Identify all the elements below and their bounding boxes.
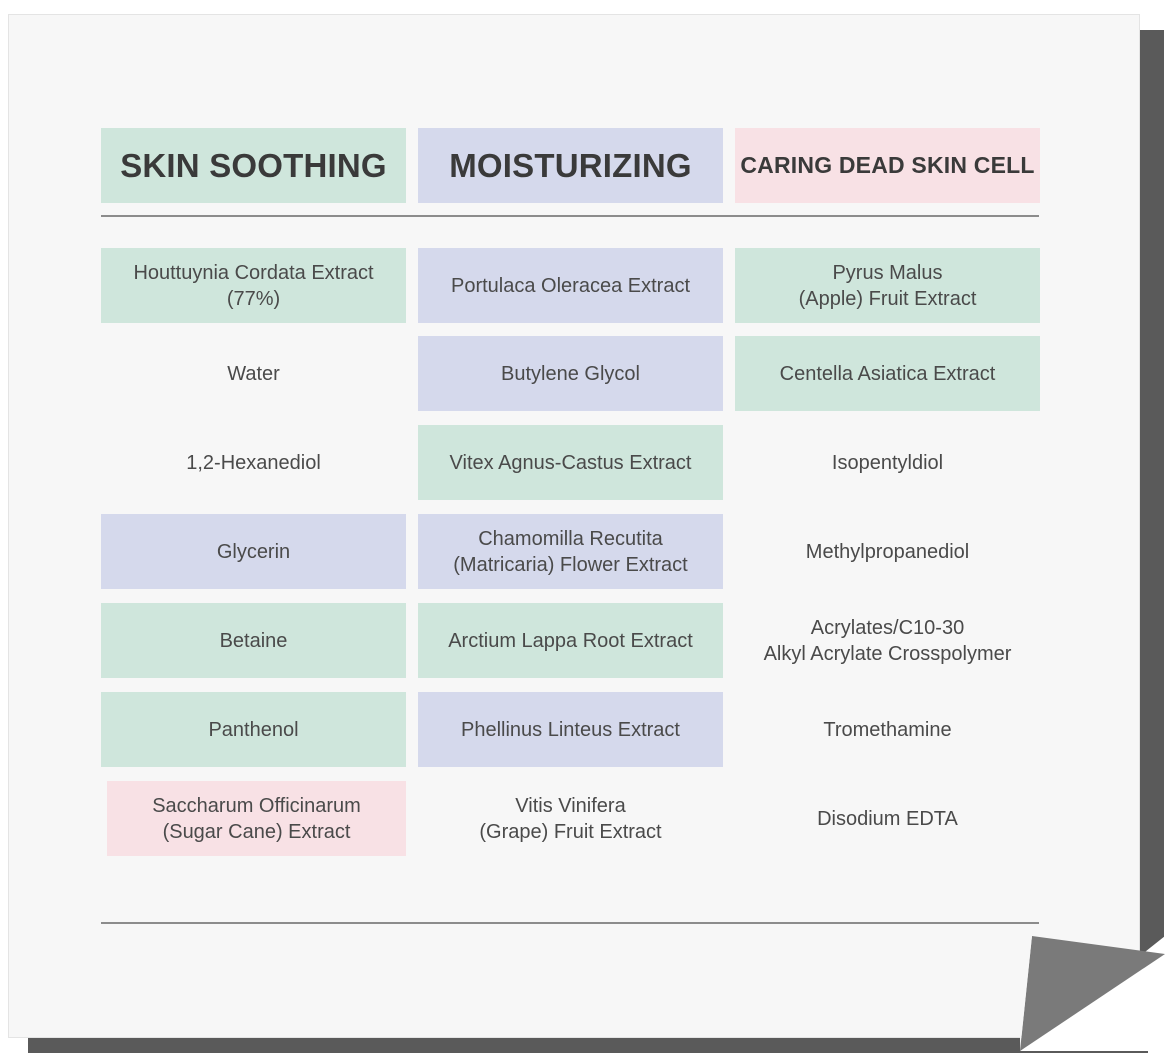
header-caring-dead-skin-cell: CARING DEAD SKIN CELL (735, 128, 1040, 203)
ingredient-name: Pyrus Malus (Apple) Fruit Extract (799, 260, 977, 312)
ingredient-cell: Glycerin (101, 514, 406, 589)
ingredient-line: Tromethamine (823, 718, 952, 741)
ingredient-line: Centella Asiatica Extract (779, 362, 996, 385)
ingredient-line: Panthenol (208, 718, 299, 741)
ingredient-name: Panthenol (208, 717, 298, 743)
ingredient-line: Water (227, 362, 280, 385)
ingredient-name: Centella Asiatica Extract (780, 361, 996, 387)
ingredient-line: 1,2-Hexanediol (186, 451, 321, 474)
ingredient-cell: Houttuynia Cordata Extract (77%) (101, 248, 406, 323)
table-row: Panthenol Phellinus Linteus Extract Tromet… (101, 692, 1039, 767)
ingredient-line: (Grape) Fruit Extract (479, 820, 662, 843)
ingredient-cell: Vitex Agnus-Castus Extract (418, 425, 723, 500)
ingredient-name: Houttuynia Cordata Extract (77%) (133, 260, 373, 312)
ingredient-cell: Centella Asiatica Extract (735, 336, 1040, 411)
ingredient-name: Betaine (220, 628, 288, 654)
page-shadow-right (1138, 30, 1164, 1030)
ingredient-cell: Panthenol (101, 692, 406, 767)
ingredient-cell: Methylpropanediol (735, 514, 1040, 589)
header-skin-soothing: SKIN SOOTHING (101, 128, 406, 203)
ingredient-line: Butylene Glycol (501, 362, 640, 385)
ingredient-name: Arctium Lappa Root Extract (448, 628, 693, 654)
page-curl-corner (1020, 936, 1165, 1051)
ingredient-name: Tromethamine (823, 717, 951, 743)
ingredient-line: Pyrus Malus (832, 261, 943, 284)
ingredient-line: Vitis Vinifera (515, 794, 626, 817)
ingredient-cell: Pyrus Malus (Apple) Fruit Extract (735, 248, 1040, 323)
ingredient-name: Methylpropanediol (806, 539, 969, 565)
ingredient-line: Glycerin (216, 540, 291, 563)
table-row: Glycerin Chamomilla Recutita (Matricaria) … (101, 514, 1039, 589)
ingredient-name: Glycerin (217, 539, 290, 565)
page-shadow-bottom (28, 1035, 1148, 1053)
ingredient-name: 1,2-Hexanediol (186, 450, 321, 476)
ingredient-line: Methylpropanediol (805, 540, 970, 563)
ingredient-cell: Betaine (101, 603, 406, 678)
ingredient-name: Saccharum Officinarum (Sugar Cane) Extrac… (152, 793, 361, 845)
table-row: 1,2-Hexanediol Vitex Agnus-Castus Extract… (101, 425, 1039, 500)
ingredient-name: Chamomilla Recutita (Matricaria) Flower E… (453, 526, 687, 578)
ingredient-line: Portulaca Oleracea Extract (451, 274, 690, 297)
footer-divider (101, 922, 1039, 924)
ingredient-name: Portulaca Oleracea Extract (451, 273, 690, 299)
ingredient-name: Vitex Agnus-Castus Extract (450, 450, 692, 476)
ingredient-line: Isopentyldiol (831, 451, 944, 474)
ingredient-line: Alkyl Acrylate Crosspolymer (763, 642, 1012, 665)
header-moisturizing: MOISTURIZING (418, 128, 723, 203)
ingredient-cell: Phellinus Linteus Extract (418, 692, 723, 767)
table-row: Betaine Arctium Lappa Root Extract Acrylat… (101, 603, 1039, 678)
ingredient-line: Saccharum Officinarum (152, 794, 361, 817)
ingredient-name: Butylene Glycol (501, 361, 640, 387)
table-row: Saccharum Officinarum (Sugar Cane) Extrac… (101, 781, 1039, 856)
ingredient-line: Betaine (219, 629, 288, 652)
ingredient-line: Phellinus Linteus Extract (460, 718, 680, 741)
header-divider (101, 215, 1039, 217)
ingredient-name: Disodium EDTA (817, 806, 958, 832)
ingredient-name: Water (227, 361, 280, 387)
ingredient-line: Chamomilla Recutita (478, 527, 663, 550)
ingredient-line: Arctium Lappa Root Extract (448, 629, 693, 652)
ingredient-line: Houttuynia Cordata Extract (133, 261, 374, 284)
ingredient-line: Acrylates/C10-30 (810, 616, 965, 639)
ingredient-cell: Chamomilla Recutita (Matricaria) Flower E… (418, 514, 723, 589)
ingredient-name: Vitis Vinifera (Grape) Fruit Extract (479, 793, 661, 845)
ingredient-cell: Vitis Vinifera (Grape) Fruit Extract (418, 781, 723, 856)
ingredient-cell: 1,2-Hexanediol (101, 425, 406, 500)
table-row: Houttuynia Cordata Extract (77%) Portulaca… (101, 248, 1040, 323)
ingredient-line: Disodium EDTA (817, 807, 958, 830)
table-row: Water Butylene Glycol Centella Asiatica Ex… (101, 336, 1040, 411)
ingredient-cell: Saccharum Officinarum (Sugar Cane) Extrac… (107, 781, 406, 856)
ingredient-cell: Tromethamine (735, 692, 1040, 767)
ingredient-line: (77%) (226, 287, 281, 310)
ingredient-cell: Arctium Lappa Root Extract (418, 603, 723, 678)
ingredient-cell: Disodium EDTA (735, 781, 1040, 856)
ingredient-name: Phellinus Linteus Extract (461, 717, 680, 743)
ingredient-cell: Isopentyldiol (735, 425, 1040, 500)
ingredient-name: Isopentyldiol (832, 450, 943, 476)
ingredient-line: Vitex Agnus-Castus Extract (449, 451, 692, 474)
ingredient-cell: Butylene Glycol (418, 336, 723, 411)
ingredient-line: (Matricaria) Flower Extract (453, 553, 688, 576)
ingredient-cell: Portulaca Oleracea Extract (418, 248, 723, 323)
ingredient-cell: Water (101, 336, 406, 411)
ingredient-line: (Sugar Cane) Extract (162, 820, 351, 843)
ingredient-line: (Apple) Fruit Extract (798, 287, 977, 310)
column-headers: SKIN SOOTHING MOISTURIZING CARING DEAD S… (101, 128, 1040, 203)
